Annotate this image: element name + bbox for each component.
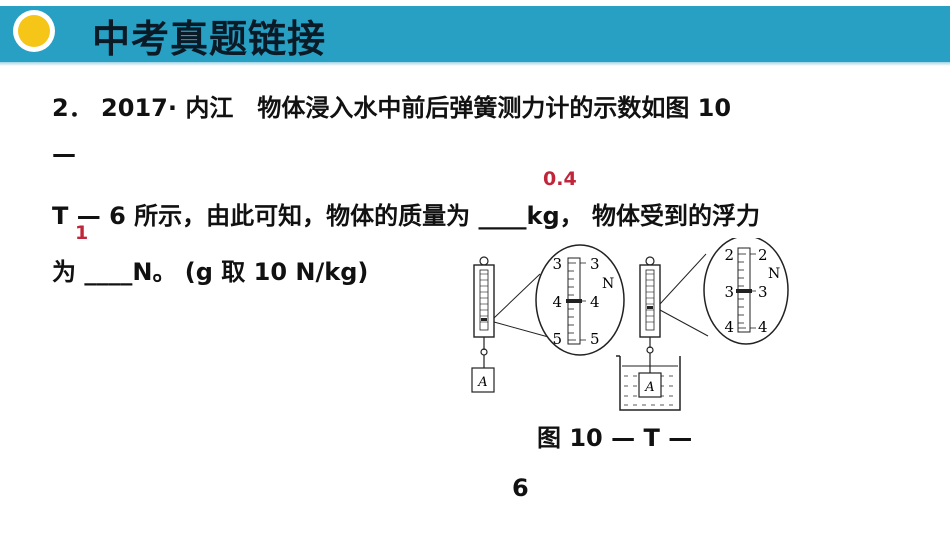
left-scale-top-label: 3 (552, 255, 562, 273)
left-scale-mid-label-right: 4 (590, 293, 600, 311)
answer-buoyancy: 1 (75, 222, 89, 244)
question-line-3: T — 6 所示，由此可知，物体的质量为 ____kg， 物体受到的浮力 (52, 202, 760, 230)
question-line-2: — (52, 140, 76, 168)
question-line-1: 2． 2017· 内江 物体浸入水中前后弹簧测力计的示数如图 10 (52, 94, 732, 122)
figure-caption-line-2: 6 (512, 474, 529, 502)
object-a-right: A (644, 380, 654, 395)
left-spring-scale: A (471, 256, 553, 393)
right-scale-mid-label-right: 3 (758, 283, 768, 301)
left-scale-top-label-right: 3 (590, 255, 600, 273)
left-scale-mid-label: 4 (552, 293, 562, 311)
page-title: 中考真题链接 (92, 17, 327, 61)
figure-caption-line-1: 图 10 — T — (537, 424, 693, 452)
right-spring-scale: A (616, 253, 709, 411)
right-magnifier: 2 3 4 2 3 4 N (703, 238, 789, 345)
sun-icon (13, 10, 55, 52)
answer-mass: 0.4 (543, 168, 577, 190)
right-scale-top-label: 2 (724, 246, 734, 264)
right-scale-bottom-label-right: 4 (758, 318, 768, 336)
question-line-4: 为 ____N。 (g 取 10 N/kg) (52, 258, 369, 286)
spring-scale-figure: A 3 4 5 3 4 5 N (471, 238, 789, 411)
header-shadow (0, 62, 950, 66)
header-band (0, 6, 950, 62)
right-scale-unit: N (768, 266, 780, 282)
object-a-left: A (477, 375, 487, 390)
left-scale-bottom-label-right: 5 (590, 330, 600, 348)
left-scale-unit: N (602, 276, 614, 292)
right-scale-bottom-label: 4 (724, 318, 734, 336)
left-magnifier: 3 4 5 3 4 5 N (535, 244, 625, 356)
right-scale-top-label-right: 2 (758, 246, 768, 264)
right-scale-mid-label: 3 (724, 283, 734, 301)
left-scale-bottom-label: 5 (552, 330, 562, 348)
